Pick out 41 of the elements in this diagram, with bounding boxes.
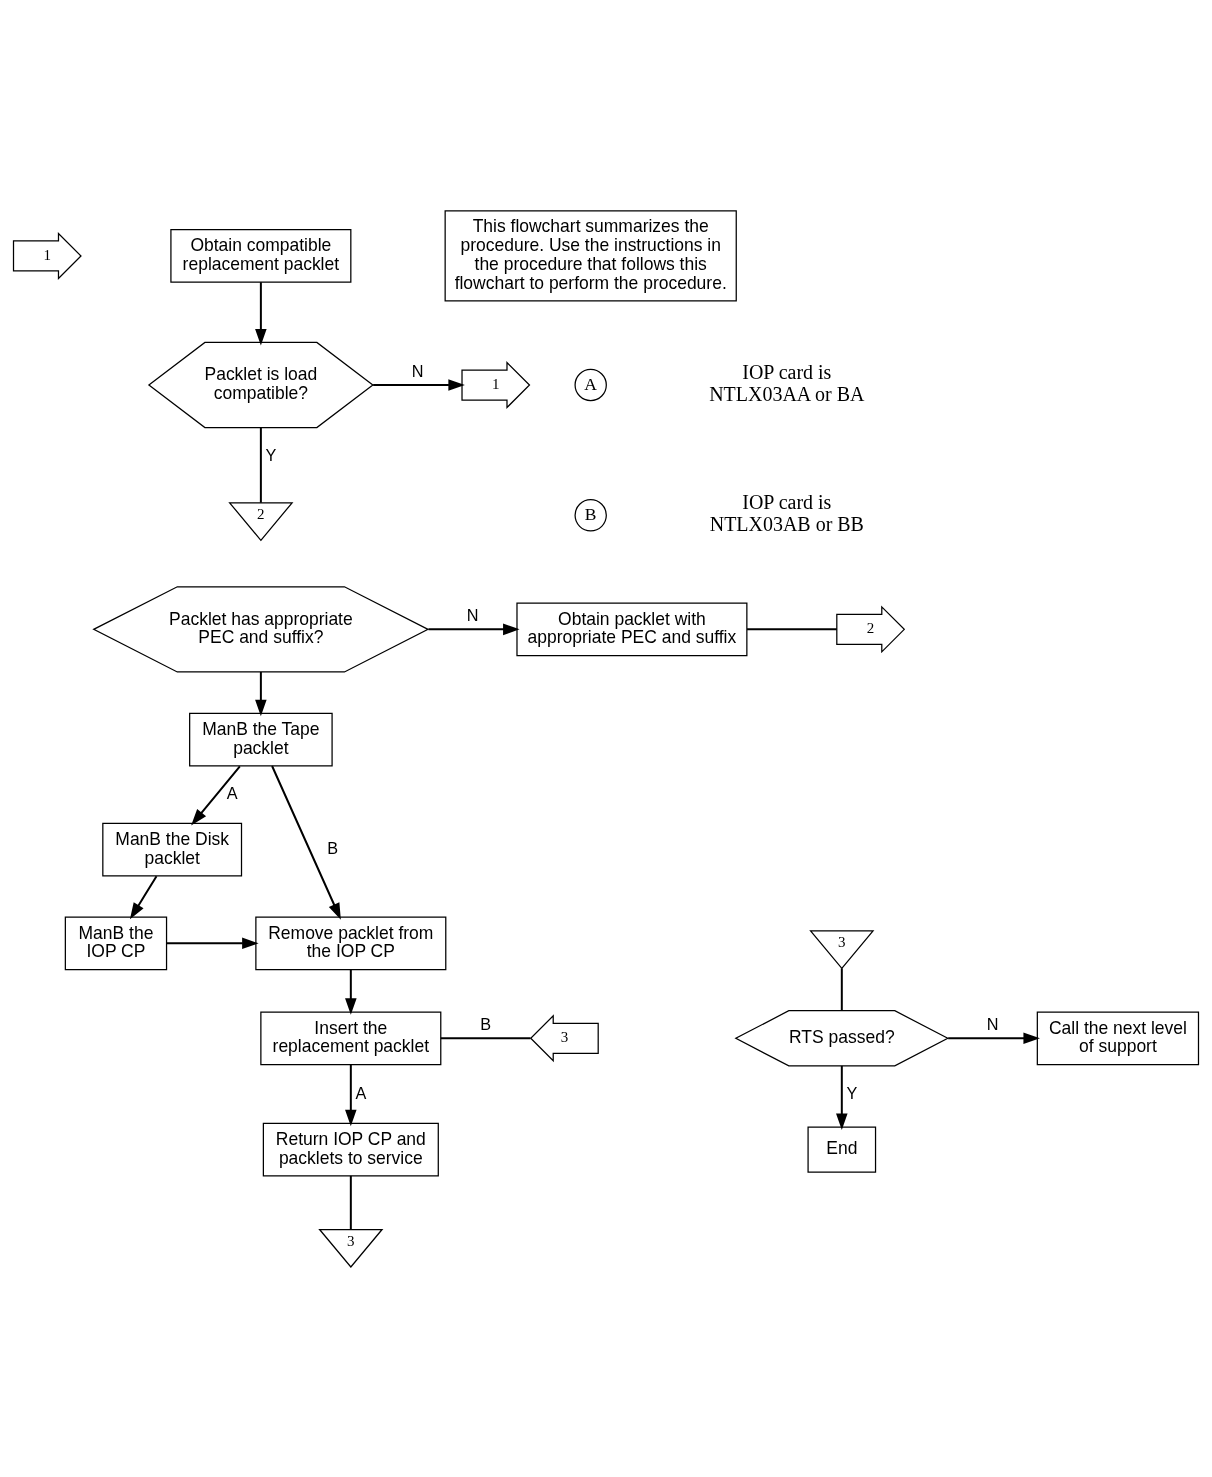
- node-box: Obtain compatible replacement packlet: [170, 228, 352, 283]
- arrow: [191, 764, 241, 825]
- edge-label: B: [327, 838, 339, 857]
- node-box: Insert the replacement packlet: [260, 1010, 442, 1065]
- label: A: [584, 373, 598, 394]
- edge-label: N: [466, 605, 479, 624]
- arrow: [165, 937, 259, 949]
- connector: [439, 1036, 532, 1039]
- edge-label: B: [480, 1014, 492, 1033]
- node-box: Return IOP CP and packlets to service: [262, 1122, 439, 1176]
- connector: [746, 627, 838, 630]
- node-box: Call the next level of support: [1036, 1010, 1200, 1065]
- edge-label: A: [355, 1083, 367, 1102]
- edge-label: A: [226, 783, 238, 802]
- arrow: [271, 764, 341, 920]
- connector: [259, 426, 262, 504]
- arrow: [427, 623, 520, 635]
- node-box: This flowchart summarizes the procedure. Use the instructions in the procedure that follows this flowchart to perform the procedure.: [444, 209, 737, 302]
- arrow: [947, 1032, 1040, 1044]
- connector: [349, 1174, 352, 1230]
- arrow: [345, 1063, 357, 1126]
- connector: [840, 966, 843, 1012]
- arrow: [836, 1064, 848, 1130]
- node-box: ManB the Disk packlet: [102, 822, 243, 876]
- edge-label: N: [986, 1014, 999, 1033]
- edge-label: N: [411, 361, 424, 380]
- node-box: ManB the Tape packlet: [189, 712, 333, 767]
- arrow: [255, 670, 267, 716]
- arrow: [345, 968, 357, 1015]
- label: IOP card is NTLX03AB or BB: [709, 490, 864, 535]
- label: IOP card is NTLX03AA or BA: [709, 360, 865, 405]
- arrow: [372, 378, 465, 391]
- node-box: Obtain packlet with appropriate PEC and suffix: [516, 602, 748, 656]
- arrow: [129, 874, 158, 919]
- label: B: [584, 503, 597, 524]
- node-box: Remove packlet from the IOP CP: [255, 915, 447, 970]
- node-box: End: [807, 1125, 877, 1173]
- node-box: ManB the IOP CP: [64, 915, 168, 970]
- edge-label: Y: [846, 1083, 858, 1102]
- arrow: [255, 280, 267, 345]
- edge-label: Y: [265, 445, 277, 464]
